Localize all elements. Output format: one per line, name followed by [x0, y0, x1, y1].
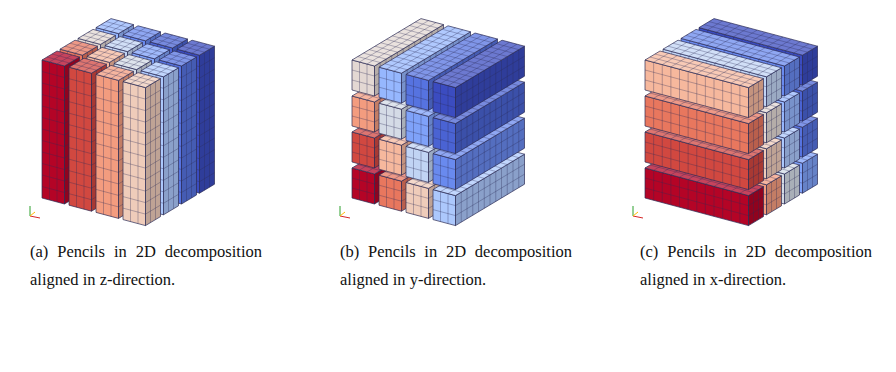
grid-cell-lines — [101, 67, 129, 78]
grid-cell-lines — [123, 84, 146, 224]
pencil-block — [433, 40, 525, 117]
grid-cell-lines — [83, 31, 111, 42]
pencil-face — [42, 60, 65, 204]
grid-cell-lines — [352, 62, 375, 94]
axis-y — [340, 206, 341, 216]
grid-cell-lines — [379, 141, 402, 173]
grid-cell-lines — [101, 21, 129, 32]
pencil-face — [123, 82, 146, 226]
pencil-face — [96, 74, 119, 218]
grid-cell-lines — [379, 69, 402, 101]
grid-cell-lines — [96, 76, 119, 216]
grid-cell-lines — [137, 46, 165, 57]
grid-cell-lines — [352, 170, 375, 202]
pencil-face — [123, 73, 161, 88]
figure-caption: (b) Pencils in 2D decomposition aligned … — [340, 238, 572, 294]
grid-cell-lines — [164, 53, 192, 64]
figure-caption: (a) Pencils in 2D decomposition aligned … — [30, 238, 262, 294]
grid-cell-lines — [110, 39, 138, 50]
grid-cell-lines — [128, 75, 156, 86]
pencil-face — [164, 68, 179, 215]
grid-cell-lines — [406, 76, 429, 108]
axis-x — [340, 216, 350, 218]
grid-cell-lines — [69, 69, 92, 209]
grid-cell-lines — [182, 60, 197, 201]
grid-cell-lines — [433, 84, 456, 116]
grid-cell-lines — [92, 49, 120, 60]
grid-cell-lines — [65, 42, 93, 53]
pencil-face — [96, 65, 134, 80]
figure-caption: (c) Pencils in 2D decomposition aligned … — [640, 238, 872, 294]
pencil-face — [146, 79, 161, 226]
axis-z — [30, 212, 35, 216]
grid-cell-lines — [650, 53, 759, 85]
pencil-face — [69, 58, 107, 73]
grid-cell-lines — [379, 177, 402, 209]
grid-cell-lines — [406, 112, 429, 144]
axis-x — [30, 216, 40, 218]
grid-cell-lines — [146, 82, 161, 223]
grid-cell-lines — [155, 35, 183, 46]
pencil-face — [42, 51, 80, 66]
axis-z — [340, 212, 345, 216]
grid-cell-lines — [379, 105, 402, 137]
axis-y — [633, 206, 634, 216]
pencil-face — [182, 57, 197, 204]
axis-icon — [30, 206, 40, 218]
grid-cell-lines — [146, 64, 174, 75]
grid-cell-lines — [352, 134, 375, 166]
pencil-block — [123, 73, 161, 226]
grid-cell-lines — [128, 28, 156, 39]
grid-cell-lines — [433, 192, 456, 224]
pencil-face — [69, 67, 92, 211]
pencil-face — [433, 40, 525, 87]
pencil-block — [645, 51, 764, 118]
axis-x — [633, 216, 643, 218]
pencil-face — [200, 46, 215, 193]
grid-cell-lines — [433, 156, 456, 188]
grid-cell-lines — [200, 49, 215, 190]
grid-cell-lines — [42, 62, 65, 202]
grid-cell-lines — [182, 42, 210, 53]
grid-cell-lines — [47, 53, 75, 64]
grid-cell-lines — [352, 98, 375, 130]
pencil-face — [645, 51, 764, 88]
axis-z — [633, 212, 638, 216]
grid-cell-lines — [439, 42, 519, 85]
grid-cell-lines — [406, 184, 429, 216]
axis-icon — [340, 206, 350, 218]
grid-cell-lines — [433, 120, 456, 152]
axis-icon — [633, 206, 643, 218]
grid-cell-lines — [119, 57, 147, 68]
grid-cell-lines — [164, 71, 179, 212]
axis-y — [30, 206, 31, 216]
grid-cell-lines — [74, 60, 102, 71]
grid-cell-lines — [406, 148, 429, 180]
